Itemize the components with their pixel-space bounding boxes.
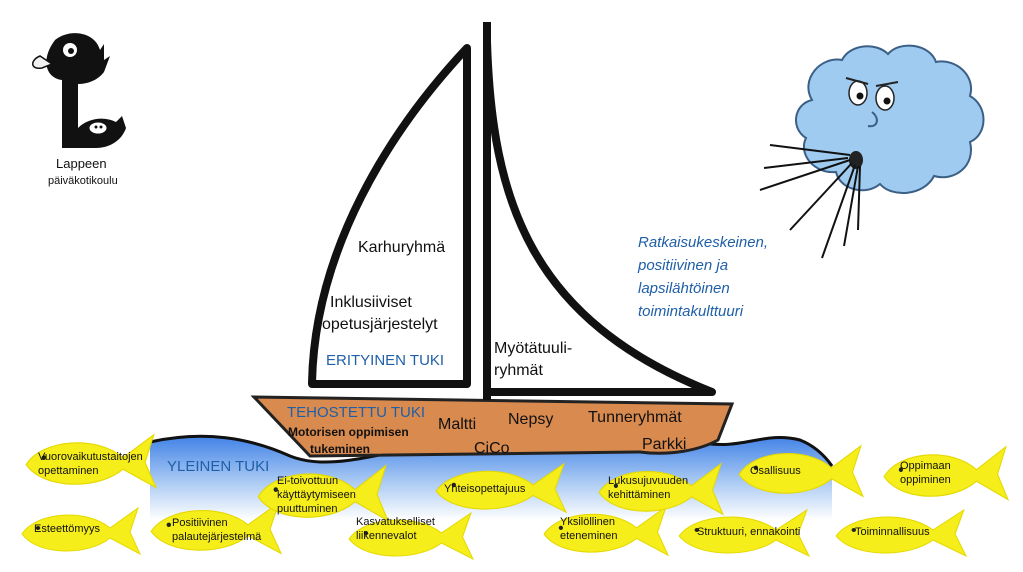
fish-8-label: Lukusujuvuuden kehittäminen [608,475,688,503]
boat-hull [250,395,735,458]
fish-3-label: Positiivinen palautejärjestelmä [172,517,261,545]
fish-7-line1: Yksilöllinen [560,516,616,528]
fish-3-line1: Positiivinen [172,517,228,529]
maltti-label: Maltti [438,416,477,433]
fish-1-label: Vuorovaikutustaitojen opettaminen [38,451,143,479]
fish-5-label: Kasvatukselliset liikennevalot [356,516,435,544]
fish-12-line1: Oppimaan [900,460,951,472]
nepsy-label: Nepsy [508,411,554,428]
motor-learning-line2: tukeminen [310,442,371,456]
fish-8-line1: Lukusujuvuuden [608,475,689,487]
fish-12-line2: oppiminen [900,473,951,486]
fish-9-label: Struktuuri, ennakointi [697,526,801,538]
yleinen-tuki-label: YLEINEN TUKI [167,458,270,475]
fish-6-label: Yhteisopettajuus [444,483,526,495]
lappeen-logo [32,33,126,148]
fish-10-label: Osallisuus [750,465,801,477]
wind-cloud [759,44,985,259]
tehostettu-tuki-label: TEHOSTETTU TUKI [287,404,426,421]
myotatuuli-line2: ryhmät [494,362,543,379]
fish-3-line2: palautejärjestelmä [172,530,262,543]
fish-2-label: Esteettömyys [34,523,101,535]
tunneryhmat-label: Tunneryhmät [588,409,682,426]
fish-8-line2: kehittäminen [608,488,671,501]
fish-4-line2: käyttäytymiseen [277,488,356,501]
karhuryhma-label: Karhuryhmä [358,239,446,256]
parkki-label: Parkki [642,436,687,453]
left-sail [308,44,471,388]
logo-name-line1: Lappeen [56,156,107,171]
fish-4-line1: Ei-toivottuun [277,475,339,487]
culture-line1: Ratkaisukeskeinen, [638,234,769,251]
culture-line2: positiivinen ja [638,257,729,274]
myotatuuli-line1: Myötätuuli- [494,340,573,357]
inclusive-line2: opetusjärjestelyt [322,316,438,333]
logo-name-line2: päiväkotikoulu [48,175,118,187]
fish-4-line3: puuttuminen [277,502,338,515]
inclusive-line1: Inklusiiviset [330,294,412,311]
fish-7-line2: eteneminen [560,529,618,542]
fish-1-line2: opettaminen [38,464,99,477]
right-sail [483,38,716,396]
culture-line4: toimintakulttuuri [638,303,744,320]
fish-5-line2: liikennevalot [356,529,417,542]
erityinen-tuki-label: ERITYINEN TUKI [326,352,445,369]
fish-11-label: Toiminnallisuus [855,526,930,538]
fish-7-label: Yksilöllinen eteneminen [560,516,618,544]
culture-line3: lapsilähtöinen [638,280,730,297]
fish-4-label: Ei-toivottuun käyttäytymiseen puuttumine… [277,475,356,516]
fish-1-line1: Vuorovaikutustaitojen [38,451,143,463]
motor-learning-line1: Motorisen oppimisen [288,425,409,439]
cico-label: CiCo [474,440,510,457]
fish-12-label: Oppimaan oppiminen [900,460,951,488]
fish-5-line1: Kasvatukselliset [356,516,435,528]
